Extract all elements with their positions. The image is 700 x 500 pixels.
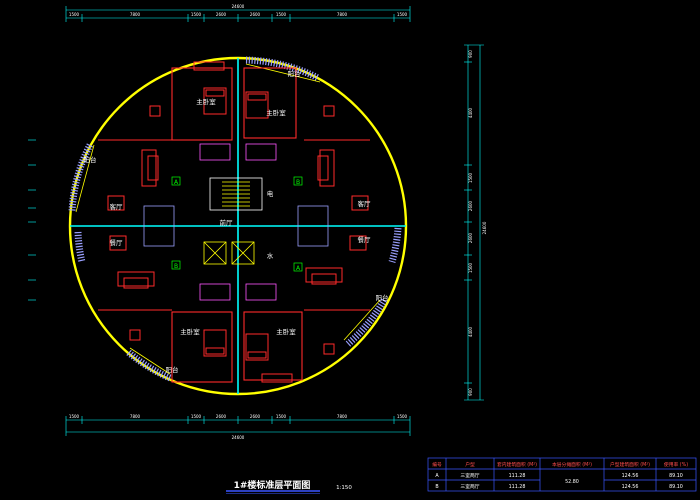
table-header-usage-rate: 使用率 (%) — [664, 461, 688, 468]
bottom-dim-7: 7800 — [337, 414, 348, 419]
top-total-dim: 24600 — [232, 4, 245, 9]
axis-tag-bottom-right: A — [296, 265, 301, 272]
bottom-dim-5: 2600 — [250, 414, 261, 419]
table-header-shared-area: 本层分摊面积 (M²) — [552, 461, 592, 468]
balcony-rails — [75, 63, 381, 375]
furniture — [107, 61, 369, 383]
room-label-balcony-bottom-right: 阳台 — [376, 293, 389, 302]
table-header-total-area: 户型建筑面积 (M²) — [610, 461, 650, 468]
right-dim-7: 4400 — [468, 326, 473, 337]
stair-core — [209, 177, 263, 211]
right-dim-2: 4400 — [468, 107, 473, 118]
room-label-living-left: 客厅 — [110, 202, 124, 211]
table-row-a-id: A — [435, 473, 439, 479]
right-dim-1: 900 — [468, 50, 473, 58]
table-shared-area-value: 52.80 — [565, 479, 579, 485]
axis-tag-top-right: B — [296, 179, 300, 186]
top-dim-5: 2600 — [250, 12, 261, 17]
bottom-dim-3: 1500 — [191, 414, 202, 419]
top-dim-1: 1500 — [69, 12, 80, 17]
room-label-second-bed-bottom: 主卧室 — [276, 327, 296, 336]
drawing-scale: 1:150 — [336, 485, 352, 491]
bottom-dim-8: 1500 — [397, 414, 408, 419]
axis-walls — [70, 58, 406, 394]
table-header-inner-area: 套内建筑面积 (M²) — [497, 461, 537, 468]
top-dim-4: 2600 — [216, 12, 227, 17]
top-dimension-chain — [65, 6, 411, 22]
bottom-dimension-chain — [65, 416, 411, 436]
bottom-dim-4: 2600 — [216, 414, 227, 419]
bottom-dim-1: 1500 — [69, 414, 80, 419]
axis-tag-top-left: A — [174, 179, 179, 186]
elevators — [203, 241, 255, 265]
balconies — [68, 56, 402, 382]
drawing-title: 1#楼标准层平面图 — [234, 479, 311, 491]
room-label-dining-left: 餐厅 — [110, 238, 124, 247]
right-dim-6: 1500 — [468, 262, 473, 273]
room-label-dining-right: 餐厅 — [358, 235, 372, 244]
bottom-dim-6: 1500 — [276, 414, 287, 419]
room-walls — [98, 67, 370, 383]
room-label-corridor: 前厅 — [220, 218, 234, 227]
right-dim-8: 900 — [468, 388, 473, 396]
room-label-elevator: 电 — [267, 189, 274, 198]
right-dimension-chain — [464, 44, 484, 401]
table-row-a-usage-rate: 89.10 — [669, 473, 683, 479]
service-blocks — [143, 143, 329, 301]
top-dim-8: 1500 — [397, 12, 408, 17]
table-header-id: 编号 — [432, 461, 442, 468]
room-label-balcony-left: 阳台 — [84, 155, 97, 164]
room-label-balcony-top-right: 阳台 — [288, 69, 301, 78]
right-dim-4: 2600 — [468, 200, 473, 211]
bottom-dim-2: 7800 — [130, 414, 141, 419]
table-row-b-usage-rate: 89.10 — [669, 484, 683, 490]
axis-tag-bottom-left: B — [174, 263, 178, 270]
table-row-a-type: 三室两厅 — [460, 472, 479, 479]
table-row-b-type: 三室两厅 — [460, 483, 479, 490]
right-dim-3: 1500 — [468, 172, 473, 183]
right-total-dim: 24600 — [482, 221, 487, 234]
table-header-type: 户型 — [465, 461, 475, 468]
top-dim-3: 1500 — [191, 12, 202, 17]
table-row-b-total-area: 124.56 — [622, 484, 639, 490]
room-label-second-bed-top: 主卧室 — [266, 108, 286, 117]
room-label-master-bed-bottom: 主卧室 — [180, 327, 200, 336]
top-dim-6: 1500 — [276, 12, 287, 17]
table-row-b-id: B — [435, 484, 438, 490]
table-row-a-inner-area: 111.28 — [509, 473, 526, 479]
room-label-water: 水 — [267, 251, 274, 260]
bottom-total-dim: 24600 — [232, 435, 245, 440]
right-dim-5: 2600 — [468, 232, 473, 243]
top-dim-2: 7800 — [130, 12, 141, 17]
area-table: 编号 户型 套内建筑面积 (M²) 本层分摊面积 (M²) 户型建筑面积 (M²… — [427, 457, 697, 492]
left-axis-ticks — [28, 139, 36, 301]
room-label-balcony-bottom-left: 阳台 — [166, 365, 179, 374]
room-label-living-right: 客厅 — [358, 199, 372, 208]
table-row-b-inner-area: 111.28 — [509, 484, 526, 490]
top-dim-7: 7800 — [337, 12, 348, 17]
table-row-a-total-area: 124.56 — [622, 473, 639, 479]
room-label-master-bed-top: 主卧室 — [196, 97, 216, 106]
